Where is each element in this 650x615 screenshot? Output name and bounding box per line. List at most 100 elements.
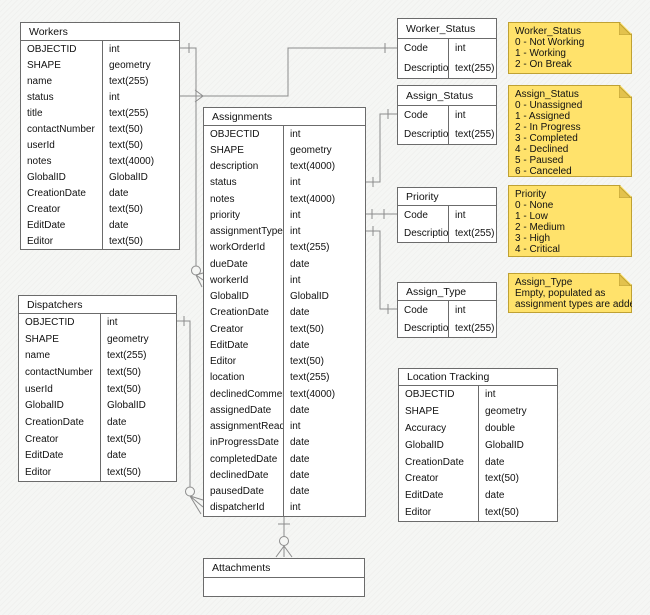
field-name-cell: Editor (19, 464, 101, 481)
folded-corner-icon (619, 274, 631, 286)
entity-table-attachments[interactable]: Attachments (203, 558, 365, 597)
field-name-cell: declinedComment (204, 386, 284, 403)
field-type-cell: int (290, 226, 301, 238)
note-line: 4 - Declined (515, 144, 569, 155)
field-name-cell: CreationDate (21, 185, 103, 201)
field-name-cell: Description (398, 58, 449, 78)
field-type-cell: GlobalID (107, 400, 146, 412)
field-name-cell: assignmentRead (204, 418, 284, 435)
field-type-cell: geometry (107, 333, 149, 345)
table-row (204, 578, 364, 596)
folded-corner-icon (619, 186, 631, 198)
field-name-cell: GlobalID (204, 288, 284, 305)
field-type-cell: GlobalID (290, 291, 329, 303)
field-name-cell: status (204, 174, 284, 191)
field-type-cell: text(255) (455, 129, 495, 140)
field-name-cell: userId (19, 380, 101, 398)
field-name-cell: assignmentType (204, 223, 284, 240)
field-type-cell: GlobalID (485, 439, 524, 451)
table-rows (204, 578, 364, 596)
table-row: Descriptiontext(255) (398, 224, 496, 242)
field-type-cell: date (485, 490, 505, 502)
field-type-cell: int (290, 274, 301, 286)
entity-table-assign-type[interactable]: Assign_TypeCodeintDescriptiontext(255) (397, 282, 497, 338)
table-title: Assign_Status (398, 86, 496, 106)
table-title: Attachments (204, 559, 364, 578)
crow-foot-marker (189, 495, 204, 515)
table-title: Workers (21, 23, 179, 41)
field-type-cell: text(255) (455, 322, 495, 334)
field-type-cell: date (290, 258, 310, 270)
note-line: 3 - High (515, 233, 551, 244)
field-type-cell: text(50) (107, 366, 141, 378)
field-type-cell (285, 578, 364, 596)
edge-workers-objectid-to-assignments-workerid (180, 43, 204, 288)
field-name-cell: SHAPE (399, 402, 479, 420)
field-type-cell: date (109, 187, 129, 199)
field-type-cell: text(255) (455, 62, 495, 74)
field-type-cell: int (290, 421, 301, 433)
field-type-cell: text(50) (290, 356, 324, 368)
field-type-cell: int (455, 304, 466, 316)
field-name-cell: Code (398, 206, 449, 224)
note-title: Assign_Status (515, 89, 579, 100)
table-row: assignmentType int (204, 223, 365, 240)
table-rows: CodeintDescriptiontext(255) (398, 301, 496, 337)
folded-corner-icon (619, 86, 631, 98)
field-name-cell: Accuracy (399, 419, 479, 437)
edge-dispatchers-objectid-to-assignments-dispatcherid (177, 316, 204, 515)
field-type-cell: int (109, 43, 120, 55)
field-name-cell: OBJECTID (19, 314, 101, 331)
field-name-cell: CreationDate (204, 304, 284, 321)
entity-table-worker-status[interactable]: Worker_StatusCodeintDescriptiontext(255) (397, 18, 497, 79)
field-type-cell: date (107, 450, 127, 462)
table-title: Location Tracking (399, 369, 557, 386)
table-title: Worker_Status (398, 19, 496, 39)
field-name-cell: assignedDate (204, 402, 284, 419)
entity-table-assign-status[interactable]: Assign_StatusCodeintDescriptiontext(255) (397, 85, 497, 145)
table-row: GlobalID GlobalID (204, 288, 365, 305)
field-type-cell: date (290, 453, 310, 465)
zero-circle-marker (279, 536, 289, 546)
field-type-cell: text(50) (107, 433, 141, 445)
field-type-cell: int (290, 502, 301, 514)
field-type-cell: double (485, 422, 516, 434)
entity-table-priority[interactable]: PriorityCodeintDescriptiontext(255) (397, 187, 497, 243)
table-title: Assign_Type (398, 283, 496, 301)
field-type-cell: text(50) (109, 139, 143, 151)
table-title: Assignments (204, 108, 365, 126)
